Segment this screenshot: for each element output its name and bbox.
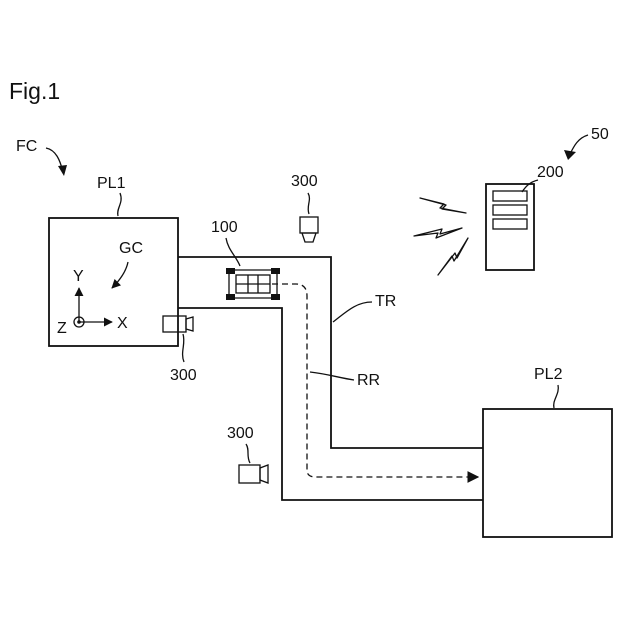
camera-bottom-body (239, 465, 260, 483)
plant-pl2-label: PL2 (534, 366, 563, 383)
camera-left-leader (183, 334, 184, 362)
track-outer-edge (178, 257, 483, 448)
system-leader-arrowhead (564, 150, 576, 160)
track-leader (333, 302, 372, 322)
system-leader (570, 135, 588, 154)
vehicle-leader (226, 238, 240, 266)
camera-icon (239, 465, 268, 483)
server-icon (486, 184, 534, 270)
server-slot-3 (493, 219, 527, 229)
plant-pl1-leader (118, 193, 121, 216)
x-axis-label: X (117, 315, 128, 332)
camera-icon (300, 217, 318, 242)
plant-pl1-box (49, 218, 178, 346)
server-slot-1 (493, 191, 527, 201)
camera-left-label: 300 (170, 367, 197, 384)
camera-left-body (163, 316, 186, 332)
lightning-bolt-icon (438, 238, 468, 275)
plant-pl2-box (483, 409, 612, 537)
camera-left-lens (186, 317, 193, 331)
global-coords-label: GC (119, 240, 143, 257)
z-axis-label: Z (57, 320, 67, 337)
track-label: TR (375, 293, 396, 310)
global-coords-leader (112, 262, 128, 288)
vehicle-wheel-front-left (226, 268, 235, 274)
plant-pl2-leader (554, 385, 559, 408)
camera-bottom-lens (260, 465, 268, 483)
vehicle-wheel-rear-left (226, 294, 235, 300)
server-slot-2 (493, 205, 527, 215)
server-leader (522, 180, 538, 192)
camera-bottom-label: 300 (227, 425, 254, 442)
camera-top-leader (308, 193, 309, 214)
facility-leader-arrowhead (58, 165, 67, 176)
vehicle-wheel-rear-right (271, 294, 280, 300)
vehicle-wheel-front-right (271, 268, 280, 274)
camera-top-lens (302, 233, 316, 242)
route-leader (310, 372, 354, 380)
coordinate-axes: Y X Z (57, 268, 128, 337)
server-label: 200 (537, 164, 564, 181)
y-axis-label: Y (73, 268, 84, 285)
z-axis-dot (77, 320, 81, 324)
system-label: 50 (591, 126, 609, 143)
figure-title: Fig.1 (9, 78, 60, 104)
camera-top-body (300, 217, 318, 233)
lightning-bolt-icon (420, 198, 466, 213)
plant-pl1-label: PL1 (97, 175, 126, 192)
vehicle-icon (226, 268, 280, 300)
facility-label: FC (16, 138, 37, 155)
route-label: RR (357, 372, 380, 389)
lightning-bolt-icon (414, 228, 462, 238)
camera-top-label: 300 (291, 173, 318, 190)
vehicle-label: 100 (211, 219, 238, 236)
camera-bottom-leader (246, 444, 250, 463)
